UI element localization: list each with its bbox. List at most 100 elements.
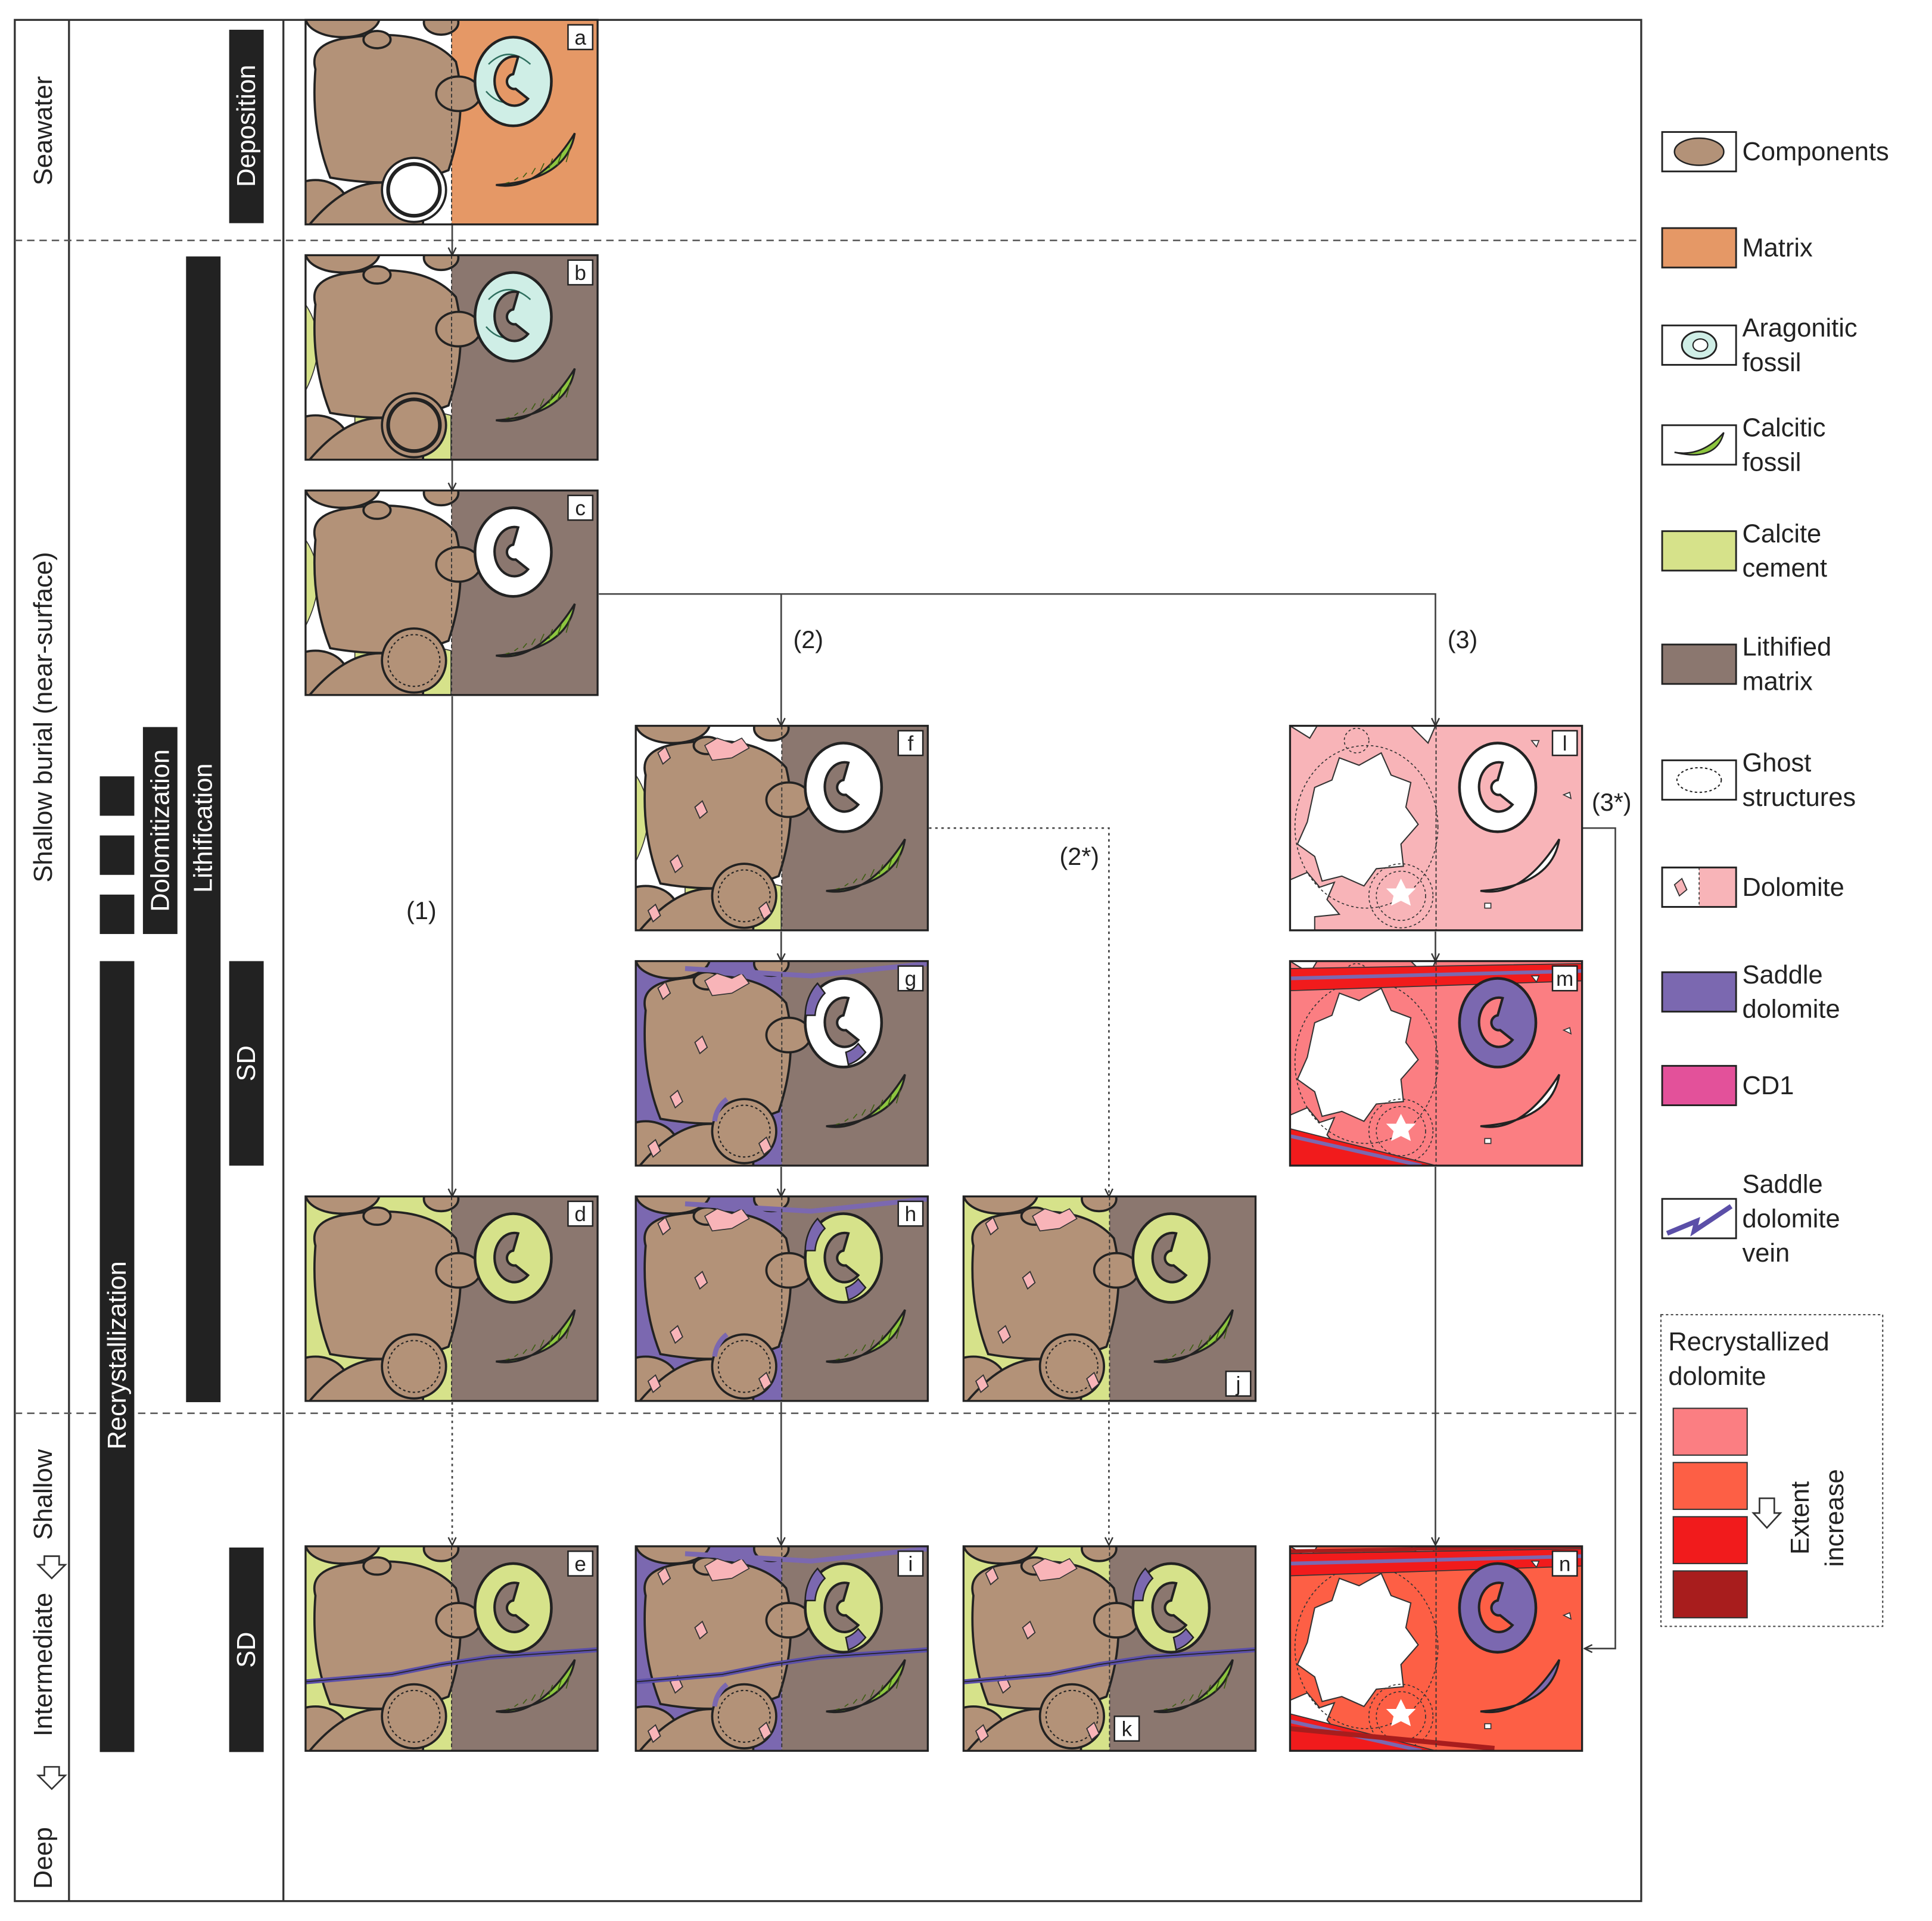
ooid: [381, 157, 447, 223]
fossil-interior: [823, 761, 860, 813]
grain: [313, 33, 462, 183]
panel-letter: b: [574, 261, 586, 285]
ooid: [1038, 1683, 1106, 1750]
grain: [963, 1196, 1038, 1215]
saddle-dolomite-vein: [685, 1546, 928, 1564]
panel-letter: n: [1559, 1552, 1571, 1576]
panel-k: k: [962, 1545, 1257, 1752]
panel-letter: d: [574, 1203, 586, 1226]
pathway-label-2-star: (2*): [1059, 843, 1099, 870]
fossil-shell: [474, 1212, 553, 1304]
extent-label: increase: [1821, 1469, 1849, 1567]
depth-scale: Deep Intermediate Shallow: [29, 1449, 67, 1889]
legend-label: Calcite: [1742, 519, 1821, 548]
components: [305, 255, 482, 460]
grain: [636, 961, 711, 980]
grain: [422, 255, 460, 272]
legend: ComponentsMatrixAragoniticfossilCalcitic…: [1660, 131, 1889, 1627]
dolomite-rhomb: [647, 1724, 661, 1743]
legend-swatch: [1661, 227, 1737, 269]
legend-label: Components: [1742, 138, 1889, 166]
grain: [636, 1546, 711, 1565]
ooid: [381, 1333, 447, 1400]
process-bars: Deposition Lithification Dolomitization …: [99, 29, 264, 1752]
fossil-shell: [804, 1562, 883, 1654]
dolomite-rhomb: [657, 746, 671, 765]
panel-letter: c: [575, 497, 586, 520]
grain: [362, 1206, 392, 1226]
recrystallization-bar: [99, 961, 135, 1752]
dolomitization-dash: [99, 776, 135, 816]
dolomite-rhomb: [694, 1035, 708, 1055]
calcitic-fossil: [1480, 1073, 1560, 1128]
fossil-interior: [823, 996, 860, 1048]
grain: [643, 1560, 792, 1710]
fossil-shell: [1458, 1562, 1538, 1654]
lithification-label: Lithification: [189, 764, 218, 893]
panel-letter-box: h: [897, 1200, 924, 1227]
ooid: [711, 863, 777, 929]
saddle-dolomite-vein: [685, 1196, 928, 1214]
fossil-interior: [1151, 1581, 1188, 1633]
pathway-connectors: [452, 222, 1616, 1649]
dolomite-rhomb: [669, 1089, 683, 1109]
ooid: [381, 1683, 447, 1750]
grain: [643, 974, 792, 1125]
dolomite-rhomb: [975, 1374, 989, 1393]
extent-label: Extent: [1786, 1481, 1815, 1555]
dolomite-rhomb: [657, 1566, 671, 1586]
dolomite-rhomb: [657, 1216, 671, 1236]
grain: [1081, 1196, 1118, 1213]
grain: [636, 1196, 711, 1215]
grain: [963, 1546, 1038, 1565]
fossil-shell: [1458, 742, 1538, 833]
fossil-interior: [493, 55, 530, 107]
depth-arrow-icon: [36, 1555, 67, 1580]
panel-letter-box: f: [897, 730, 924, 756]
panel-g: g: [634, 960, 929, 1167]
fossil-interior: [493, 290, 530, 343]
grain: [313, 269, 462, 419]
fossil-shell: [804, 977, 883, 1069]
lithification-bar: [186, 256, 221, 1402]
fossil-shell: [1131, 1212, 1211, 1304]
grain: [313, 504, 462, 655]
dolomite-rhomb: [758, 901, 772, 920]
fossil-interior: [1477, 1581, 1514, 1633]
legend-label: Saddle: [1742, 1170, 1822, 1198]
recrystallized-title: Recrystallized: [1668, 1328, 1829, 1356]
fossil-interior: [493, 1581, 530, 1633]
dolomite-rim: [704, 1558, 750, 1581]
dolomite-rhomb: [647, 903, 661, 923]
legend-label: Dolomite: [1742, 873, 1844, 902]
panel-letter-box: k: [1113, 1715, 1140, 1742]
panel-i: i: [634, 1545, 929, 1752]
extent-arrow-icon: [1751, 1497, 1782, 1529]
components: [305, 1196, 482, 1401]
grain: [643, 1210, 792, 1360]
fossil-shell: [1131, 1562, 1211, 1654]
dolomite-rhomb: [694, 1271, 708, 1290]
depth-label-shallow: Shallow: [29, 1449, 58, 1540]
ooid: [711, 1332, 777, 1400]
dolomite-rhomb: [985, 1216, 999, 1236]
legend-swatch: [1661, 759, 1737, 801]
components: [963, 1196, 1140, 1401]
components: [305, 20, 482, 225]
panel-letter-box: j: [1225, 1371, 1252, 1397]
dolomite-rim: [704, 1208, 750, 1232]
legend-item-components: Components: [1661, 131, 1889, 173]
fossil-interior: [1477, 996, 1514, 1048]
grain: [636, 726, 711, 745]
dolomite-rhomb: [1022, 1271, 1036, 1290]
components: [636, 961, 812, 1166]
fossil-interior: [493, 1231, 530, 1284]
pathway-label-2: (2): [793, 626, 823, 653]
saddle-dolomite-vein: [685, 961, 928, 979]
grain: [971, 1560, 1120, 1710]
grain: [362, 1556, 392, 1576]
